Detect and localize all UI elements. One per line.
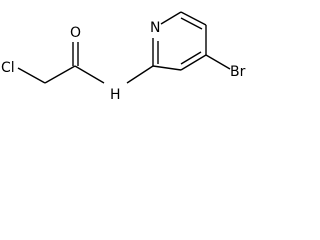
atom-label-cl: Cl (1, 60, 15, 76)
bond-cl-ch2 (17, 67, 46, 84)
atom-label-o: O (70, 25, 81, 41)
atom-labels: Cl O H N Br (1, 20, 246, 103)
ring-bond-n1-c6 (160, 11, 182, 25)
bond-carbonyl-nh (74, 65, 105, 84)
atom-label-ring-n: N (150, 20, 160, 36)
ring-bond-c6-c5-inner (180, 17, 203, 30)
ring-bond-c4-c3 (180, 54, 207, 71)
bond-c4-br (205, 54, 231, 70)
atom-label-br: Br (230, 64, 246, 80)
bonds (17, 11, 231, 84)
ring-bond-c6-c5 (180, 11, 207, 26)
ring-bond-c3-c2 (152, 65, 182, 71)
molecule-drawing: Cl O H N Br (1, 11, 246, 103)
atom-label-nh: H (110, 87, 121, 103)
bond-ch2-carbonyl (44, 65, 76, 84)
ring-bond-c4-c3-inner (180, 51, 202, 65)
structure-canvas: Cl O H N Br (0, 0, 268, 104)
bond-nh-ring (126, 65, 154, 84)
